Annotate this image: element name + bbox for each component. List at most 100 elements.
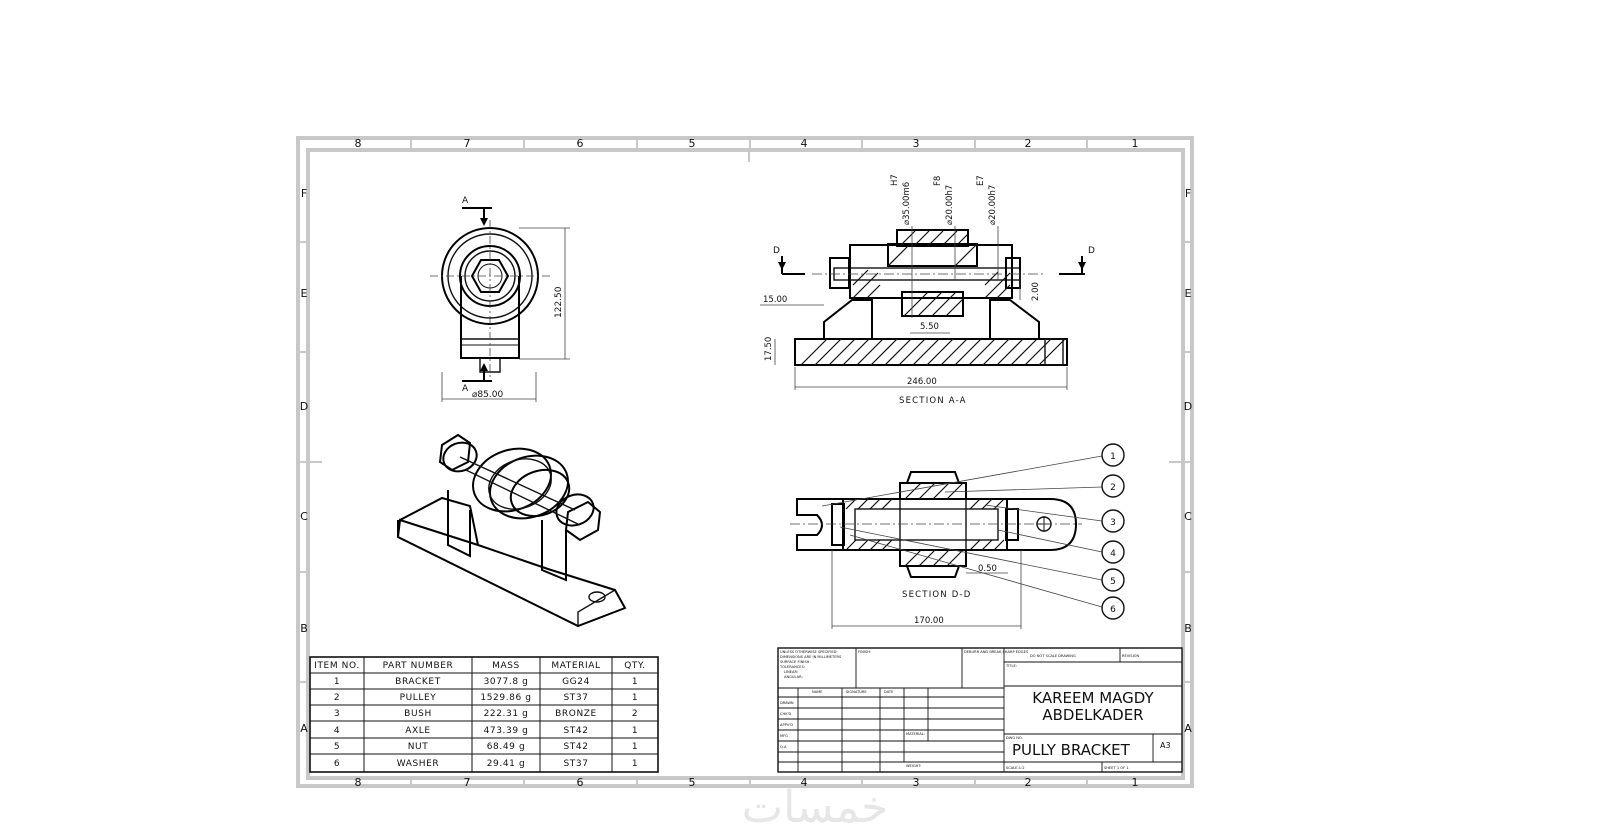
zone-col-top: 8 xyxy=(355,137,362,150)
tb-note: ANGULAR: xyxy=(784,675,803,679)
tb-row-label: Q.A xyxy=(780,745,787,749)
tb-row-label: APPV'D xyxy=(780,723,793,727)
zone-col-top: 6 xyxy=(577,137,584,150)
bom-cell: 2 xyxy=(632,709,638,719)
zone-row-right: E xyxy=(1185,287,1192,300)
zone-row-left: B xyxy=(300,622,308,635)
bom-cell: BUSH xyxy=(404,709,432,719)
zone-col-top: 7 xyxy=(464,137,471,150)
zone-row-right: B xyxy=(1184,622,1192,635)
balloon-6: 6 xyxy=(1110,605,1116,615)
balloon-4: 4 xyxy=(1110,549,1116,559)
tb-author-line1: KAREEM MAGDY xyxy=(1032,689,1154,707)
front-width-dim: ⌀85.00 xyxy=(472,390,503,400)
bom-cell: 1 xyxy=(632,742,638,752)
bom-cell: 4 xyxy=(334,726,340,736)
tb-do-not-scale: DO NOT SCALE DRAWING xyxy=(1030,654,1076,658)
tb-title-label: TITLE: xyxy=(1005,664,1017,668)
tb-col-name: NAME xyxy=(812,690,823,694)
zone-col-bottom: 2 xyxy=(1025,776,1032,789)
bom-cell: BRONZE xyxy=(555,709,597,719)
bom-cell: AXLE xyxy=(405,726,430,736)
zone-col-bottom: 6 xyxy=(577,776,584,789)
tb-sheet-size: A3 xyxy=(1160,741,1171,750)
fit-dim-3: ⌀20.00h7 xyxy=(988,185,998,225)
section-dd-title: SECTION D-D xyxy=(902,590,972,600)
zone-col-bottom: 5 xyxy=(689,776,696,789)
balloon-1: 1 xyxy=(1110,452,1116,462)
tb-material-label: MATERIAL: xyxy=(906,732,925,736)
bom-cell: 473.39 g xyxy=(484,726,529,736)
tb-note: UNLESS OTHERWISE SPECIFIED: xyxy=(780,650,838,654)
zone-col-bottom: 7 xyxy=(464,776,471,789)
zone-col-bottom: 4 xyxy=(801,776,808,789)
bom-cell: ST37 xyxy=(563,759,588,769)
tb-note: TOLERANCES: xyxy=(779,665,805,669)
front-view: A A 122.50 ⌀85.00 xyxy=(430,196,570,402)
bom-cell: 222.31 g xyxy=(484,709,529,719)
tb-col-signature: SIGNATURE xyxy=(846,690,867,694)
zone-row-left: C xyxy=(300,510,308,523)
tb-note: DIMENSIONS ARE IN MILLIMETERS xyxy=(780,655,842,659)
section-aa-title: SECTION A-A xyxy=(899,396,967,406)
tb-col-date: DATE xyxy=(884,690,894,694)
zone-row-left: D xyxy=(300,400,308,413)
fit-dim-1: ⌀35.00m6 xyxy=(902,182,912,225)
bom-cell: 3 xyxy=(334,709,340,719)
dd-length-dim: 170.00 xyxy=(914,616,944,626)
zone-col-bottom: 8 xyxy=(355,776,362,789)
zone-labels: 8 7 6 5 4 3 2 1 8 7 6 5 4 3 2 1 F E D C … xyxy=(300,137,1192,789)
tb-row-label: CHK'D xyxy=(780,712,792,716)
section-hatch xyxy=(800,230,1066,366)
bom-cell: 2 xyxy=(334,693,340,703)
tb-note: SURFACE FINISH: xyxy=(780,660,811,664)
balloon-2: 2 xyxy=(1110,483,1116,493)
bom-cell: ST37 xyxy=(563,693,588,703)
bom-cell: 1 xyxy=(632,693,638,703)
zone-col-bottom: 3 xyxy=(913,776,920,789)
section-arrow-a-top: A xyxy=(462,196,492,226)
bom-cell: BRACKET xyxy=(395,677,441,687)
dim-length: 246.00 xyxy=(907,377,937,387)
tb-row-label: DRAWN xyxy=(780,701,794,705)
section-aa-view: H7 ⌀35.00m6 F8 ⌀20.00h7 E7 ⌀20.00h7 D D … xyxy=(760,174,1095,406)
tb-revision-label: REVISION xyxy=(1122,654,1139,658)
zone-row-right: A xyxy=(1184,722,1192,735)
zone-row-left: F xyxy=(301,187,307,200)
dd-clearance-dim: 0.50 xyxy=(978,564,997,574)
bom-cell: 6 xyxy=(334,759,340,769)
tb-dwg-no-label: DWG NO. xyxy=(1006,736,1023,740)
section-arrow-a-bottom: A xyxy=(462,363,492,394)
tb-weight-label: WEIGHT: xyxy=(906,764,921,768)
fit-tol-2: F8 xyxy=(933,176,943,186)
cutting-label: D xyxy=(773,246,780,256)
bom-cell: ST42 xyxy=(563,742,588,752)
bom-header-item: ITEM NO. xyxy=(314,661,360,671)
tb-scale-label: SCALE:1:2 xyxy=(1006,766,1025,770)
tb-author-line2: ABDELKADER xyxy=(1042,706,1143,724)
dim-right: 2.00 xyxy=(1031,282,1041,301)
cutting-plane-d-left: D xyxy=(773,246,805,275)
bom-cell: 29.41 g xyxy=(487,759,526,769)
bom-header-part: PART NUMBER xyxy=(383,661,454,671)
zone-row-right: D xyxy=(1184,400,1192,413)
balloon-5: 5 xyxy=(1110,577,1116,587)
fit-dim-2: ⌀20.00h7 xyxy=(945,185,955,225)
bom-cell: PULLEY xyxy=(400,693,437,703)
cutting-label: D xyxy=(1088,246,1095,256)
fit-tol-1: H7 xyxy=(890,174,900,186)
bom-cell: GG24 xyxy=(562,677,590,687)
bom-cell: 1 xyxy=(632,726,638,736)
bom-cell: 68.49 g xyxy=(487,742,526,752)
title-block: UNLESS OTHERWISE SPECIFIED: DIMENSIONS A… xyxy=(777,647,1183,773)
zone-col-bottom: 1 xyxy=(1132,776,1139,789)
callout-balloons: 1 2 3 4 5 6 xyxy=(1101,443,1125,620)
bom-cell: NUT xyxy=(408,742,429,752)
zone-col-top: 1 xyxy=(1132,137,1139,150)
zone-row-right: C xyxy=(1184,510,1192,523)
balloon-3: 3 xyxy=(1110,518,1116,528)
bom-cell: 3077.8 g xyxy=(484,677,529,687)
fit-tol-3: E7 xyxy=(976,175,986,186)
dim-top-left: 15.00 xyxy=(763,295,787,305)
